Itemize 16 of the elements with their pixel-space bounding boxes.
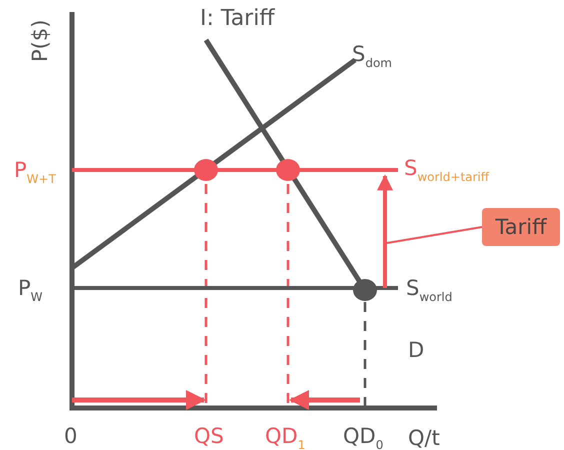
price-label: P$_{W+T}$: [14, 160, 56, 185]
callout-box: Tariff: [482, 208, 560, 246]
quantity-label: QS: [194, 426, 224, 447]
quantity-label: QD$_{1}$: [265, 426, 306, 450]
leader-line: [386, 226, 482, 244]
quantity-label: QD$_{0}$: [343, 426, 384, 450]
curve-label: D: [408, 340, 424, 361]
arrow: [377, 174, 393, 288]
price-label: P$_{W}$: [18, 278, 43, 303]
chart-title: I: Tariff: [200, 8, 274, 30]
axis-title: P($): [30, 20, 51, 62]
axis-title: Q/t: [408, 428, 440, 449]
axis-tick-label: 0: [64, 426, 78, 447]
curve-label: S$_{world+tariff}$: [404, 158, 490, 183]
curve-label: S$_{world}$: [406, 278, 452, 303]
curve-label: S$_{dom}$: [352, 44, 392, 69]
